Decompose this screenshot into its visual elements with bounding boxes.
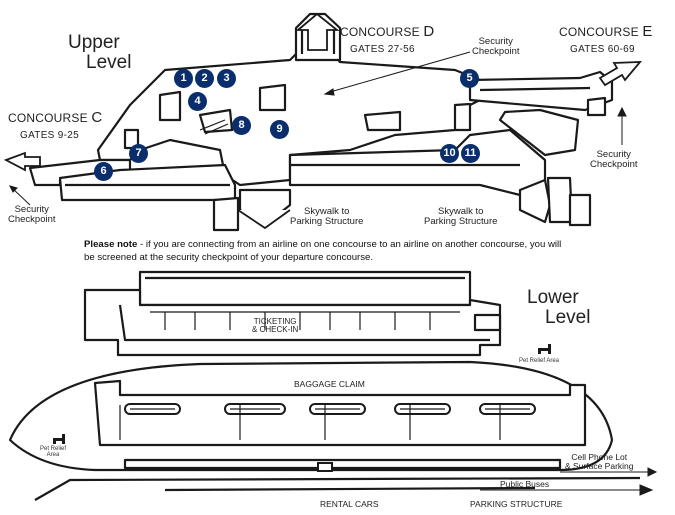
gate-badge-2[interactable]: 2 xyxy=(195,69,214,88)
ticketing-line1: TICKETING xyxy=(253,317,297,326)
upper-level-title: Upper Level xyxy=(68,33,131,73)
checkpoint-center-line1: Security xyxy=(478,36,513,47)
checkpoint-center-line2: Checkpoint xyxy=(472,45,520,57)
skywalk-right-line1: Skywalk to xyxy=(438,206,484,217)
gate-badge-5[interactable]: 5 xyxy=(460,69,479,88)
east-wing xyxy=(288,128,547,197)
note-bold: Please note xyxy=(84,239,138,250)
cell-phone-line2: & Surface Parking xyxy=(565,460,634,471)
baggage-claim-label: BAGGAGE CLAIM xyxy=(294,379,365,389)
rental-cars-label: RENTAL CARS xyxy=(320,499,379,509)
concourse-d-name: CONCOURSE xyxy=(340,25,420,39)
skywalk-left-label: Skywalk to Parking Structure xyxy=(290,207,363,227)
connection-note: Please note - if you are connecting from… xyxy=(84,239,564,264)
concourse-e-gates: GATES 60-69 xyxy=(570,44,635,55)
ticketing-line2: & CHECK-IN xyxy=(252,325,299,335)
checkpoint-arrow-center xyxy=(329,51,471,93)
parking-structure-label: PARKING STRUCTURE xyxy=(470,499,563,509)
gate-badge-9[interactable]: 9 xyxy=(270,120,289,139)
public-buses-label: Public Buses xyxy=(500,479,550,489)
concourse-d-label: CONCOURSE D xyxy=(340,24,434,40)
checkpoint-right-line2: Checkpoint xyxy=(590,158,638,170)
ticketing-label: TICKETING & CHECK-IN xyxy=(252,317,299,335)
checkpoint-left-line1: Security xyxy=(14,204,49,215)
gate-badge-10[interactable]: 10 xyxy=(440,144,459,163)
gate-badge-6[interactable]: 6 xyxy=(94,162,113,181)
concourse-e-arm xyxy=(468,70,614,112)
checkpoint-left-line2: Checkpoint xyxy=(8,213,56,225)
skywalk-left-line1: Skywalk to xyxy=(304,206,350,217)
lower-level-title: Lower Level xyxy=(527,288,590,328)
gate-badge-4[interactable]: 4 xyxy=(188,92,207,111)
checkpoint-arrow-left xyxy=(11,187,31,206)
concourse-e-name: CONCOURSE xyxy=(559,25,639,39)
upper-level-title-line2: Level xyxy=(86,51,132,73)
cell-phone-line1: Cell Phone Lot xyxy=(571,452,628,462)
lower-level-title-line2: Level xyxy=(545,306,591,328)
concourse-c-letter: C xyxy=(91,109,103,126)
upper-level-title-line1: Upper xyxy=(68,32,120,53)
concourse-e-label: CONCOURSE E xyxy=(559,24,653,40)
pet-relief-right-label: Pet Relief Area xyxy=(519,358,560,364)
skywalk-right-line2: Parking Structure xyxy=(424,215,498,227)
concourse-c-label: CONCOURSE C xyxy=(8,110,102,126)
concourse-c-name: CONCOURSE xyxy=(8,111,88,125)
concourse-d-gates: GATES 27-56 xyxy=(350,44,415,55)
note-text: - if you are connecting from an airline … xyxy=(84,239,562,263)
arrow-to-concourse-e xyxy=(598,61,642,87)
bus-marker xyxy=(317,462,333,472)
pet-relief-left-label: Pet Relief Area xyxy=(40,446,66,459)
pet-relief-icon-left xyxy=(53,434,65,444)
skywalk-left-line2: Parking Structure xyxy=(290,215,364,227)
gate-badge-1[interactable]: 1 xyxy=(174,69,193,88)
checkpoint-left-label: Security Checkpoint xyxy=(8,205,56,225)
ticketing-building xyxy=(83,288,502,357)
lower-level-title-line1: Lower xyxy=(527,287,579,308)
concourse-d-letter: D xyxy=(423,23,435,40)
gate-badge-3[interactable]: 3 xyxy=(217,69,236,88)
outer-road xyxy=(8,360,614,472)
checkpoint-right-line1: Security xyxy=(596,149,631,160)
gate-badge-7[interactable]: 7 xyxy=(129,144,148,163)
cell-phone-lot-label: Cell Phone Lot & Surface Parking xyxy=(565,453,634,471)
arrow-to-concourse-c xyxy=(3,151,41,172)
skywalk-right-block xyxy=(518,178,552,224)
skywalk-left-arrow xyxy=(237,209,291,230)
pet-relief-left-line1: Pet Relief xyxy=(40,446,67,452)
skywalk-right-label: Skywalk to Parking Structure xyxy=(424,207,497,227)
gate-badge-11[interactable]: 11 xyxy=(461,144,480,163)
checkpoint-right-label: Security Checkpoint xyxy=(590,150,638,170)
gate-badge-8[interactable]: 8 xyxy=(232,116,251,135)
checkpoint-center-label: Security Checkpoint xyxy=(472,37,520,57)
concourse-e-letter: E xyxy=(642,23,653,40)
concourse-c-gates: GATES 9-25 xyxy=(20,130,79,141)
pet-relief-left-line2: Area xyxy=(46,452,60,459)
pet-relief-icon-right xyxy=(538,344,551,354)
arrow-to-concourse-d xyxy=(295,12,340,51)
